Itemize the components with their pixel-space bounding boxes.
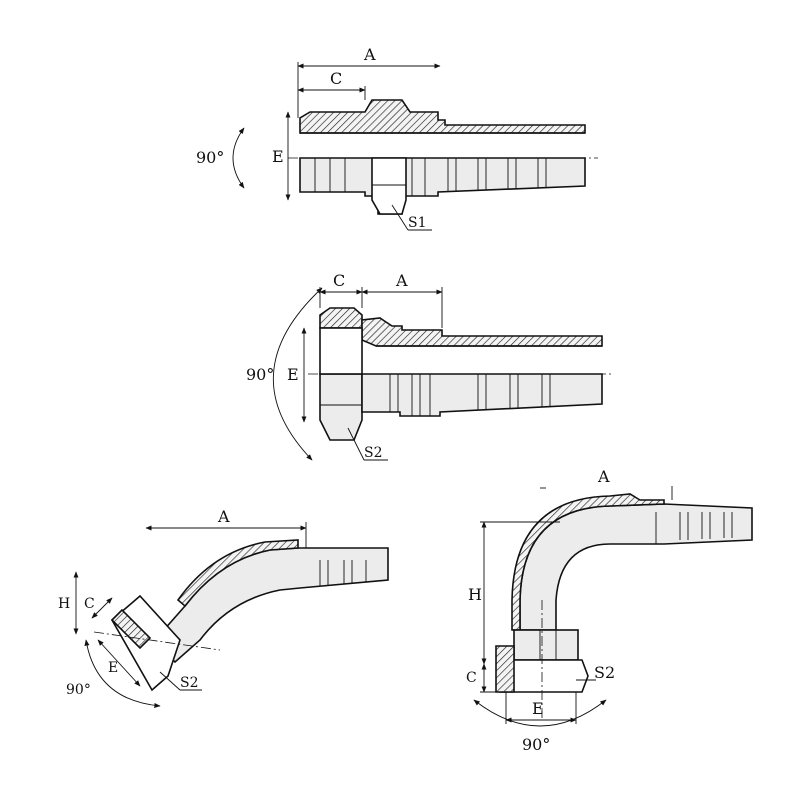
barb-grooves	[314, 158, 547, 196]
dim-h-label: H	[468, 585, 482, 604]
dim-c-line	[91, 597, 113, 619]
dim-c-label: C	[333, 271, 345, 290]
hex-label: S2	[180, 675, 199, 691]
dim-e-label: E	[108, 660, 118, 676]
nut-section	[495, 645, 515, 693]
angle-arc	[232, 127, 245, 189]
angle-label: 90°	[196, 148, 224, 167]
barb-grooves	[655, 512, 733, 544]
hex-label: S1	[408, 215, 427, 231]
dim-a-label: A	[395, 271, 408, 290]
figure-female-90-elbow: A H C E 90°	[466, 467, 753, 754]
dim-e-label: E	[287, 365, 299, 384]
dim-e-label: E	[532, 699, 544, 718]
barb-grooves	[319, 560, 367, 586]
fitting-wall-section	[511, 493, 665, 631]
dim-e-label: E	[272, 147, 284, 166]
figure-female-straight: C A E 90°	[246, 271, 614, 461]
s1-leader	[391, 204, 409, 231]
fitting-wall-section	[176, 539, 299, 608]
fitting-body	[519, 503, 753, 631]
fitting-wall-section	[299, 99, 586, 134]
angle-label: 90°	[66, 682, 91, 698]
dim-a-label: A	[217, 507, 230, 526]
angle-label: 90°	[522, 735, 550, 754]
angle-arc	[84, 639, 161, 708]
nut-section	[319, 307, 363, 329]
fitting-body	[153, 547, 389, 664]
angle-arc	[473, 699, 607, 727]
hex-label: S2	[364, 445, 383, 461]
barb-grooves	[320, 374, 551, 416]
nut-body	[319, 373, 363, 441]
dim-c-label: C	[330, 69, 342, 88]
dim-c-label: C	[466, 670, 477, 686]
nut-bore	[319, 327, 363, 375]
dim-a-label: A	[363, 45, 376, 64]
figure-female-45-elbow: A H C E 90° S2	[58, 507, 389, 708]
fitting-body	[299, 157, 586, 215]
coupler	[513, 629, 579, 661]
dim-c-label: C	[84, 596, 95, 612]
figure-male-straight: A C 90° E	[196, 45, 598, 231]
nut-section	[110, 608, 152, 650]
hex-nut	[371, 157, 407, 215]
angle-arc	[272, 287, 323, 461]
dim-h-label: H	[58, 596, 70, 612]
hex-label: S2	[594, 663, 615, 682]
angle-label: 90°	[246, 365, 274, 384]
dim-a-label: A	[597, 467, 610, 486]
fitting-wall-section	[361, 317, 603, 347]
